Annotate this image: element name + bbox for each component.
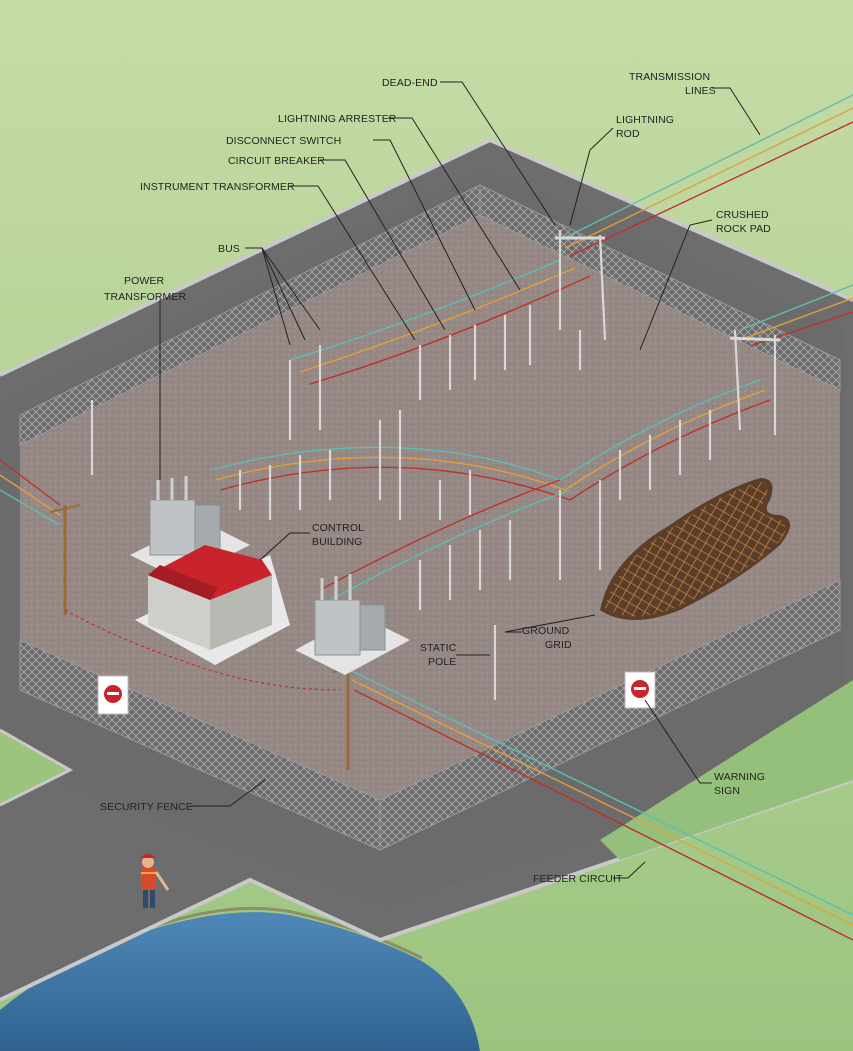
label-warning-sign-1: WARNING: [714, 771, 765, 783]
callout-labels: DEAD-END TRANSMISSION LINES LIGHTNING AR…: [100, 71, 771, 885]
bus-conductors: [209, 259, 771, 601]
label-warning-sign-2: SIGN: [714, 785, 740, 797]
transmission-lines: [559, 94, 853, 347]
callout-leaders: [159, 81, 761, 879]
label-lightning-rod-1: LIGHTNING: [616, 114, 674, 126]
label-crushed-rock-pad-1: CRUSHED: [716, 209, 769, 221]
label-ground-grid-1: GROUND: [522, 625, 570, 637]
warning-sign-right: [624, 671, 656, 709]
worker-figure: [140, 854, 170, 908]
label-transmission-lines-1: TRANSMISSION: [629, 71, 710, 83]
label-power-transformer-1: POWER: [124, 275, 164, 287]
label-lightning-rod-2: ROD: [616, 128, 640, 140]
label-feeder-circuit: FEEDER CIRCUIT: [533, 873, 623, 885]
control-building: [135, 545, 290, 665]
label-power-transformer-2: TRANSFORMER: [104, 291, 186, 303]
label-disconnect-switch: DISCONNECT SWITCH: [226, 135, 341, 147]
label-circuit-breaker: CIRCUIT BREAKER: [228, 155, 325, 167]
feeder-circuit: [0, 459, 853, 941]
ground-grid-mesh: [605, 482, 786, 617]
label-dead-end: DEAD-END: [382, 77, 438, 89]
label-crushed-rock-pad-2: ROCK PAD: [716, 223, 771, 235]
label-static-pole-2: POLE: [428, 656, 456, 668]
label-security-fence: SECURITY FENCE: [100, 801, 193, 813]
label-static-pole-1: STATIC: [420, 642, 457, 654]
switchyard-equipment: [90, 230, 781, 700]
label-bus: BUS: [218, 243, 240, 255]
underground-feeder: [64, 609, 341, 691]
label-control-building-2: BUILDING: [312, 536, 362, 548]
label-ground-grid-2: GRID: [545, 639, 572, 651]
label-transmission-lines-2: LINES: [685, 85, 716, 97]
label-control-building-1: CONTROL: [312, 522, 364, 534]
label-instrument-transformer: INSTRUMENT TRANSFORMER: [140, 181, 295, 193]
warning-sign-left: [97, 675, 129, 715]
pond: [0, 912, 480, 1051]
label-lightning-arrester: LIGHTNING ARRESTER: [278, 113, 397, 125]
power-transformer-right: [295, 574, 410, 675]
